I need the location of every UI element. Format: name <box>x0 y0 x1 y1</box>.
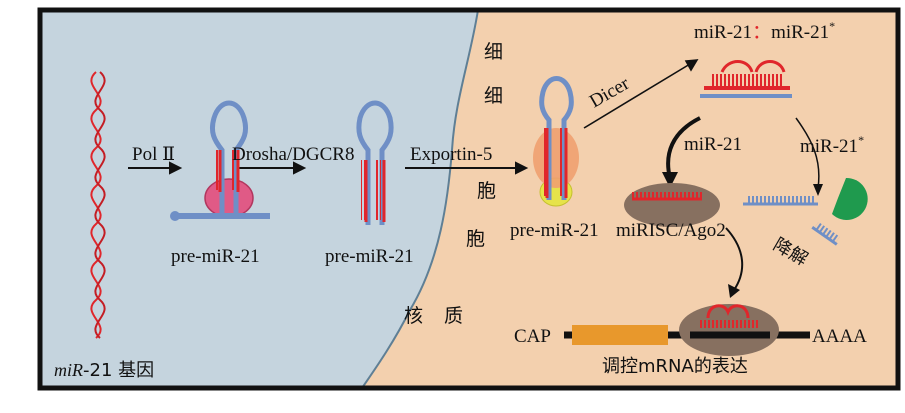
degraded-fragment <box>811 221 840 246</box>
arrow-dicer <box>583 59 699 129</box>
cytoplasm-char-2: 胞 <box>477 180 496 202</box>
label-star-strand-text: miR-21 <box>800 136 858 157</box>
label-duplex-a: miR-21 <box>694 22 752 43</box>
pri-mir21-drosha-complex <box>170 100 270 221</box>
arrow-nuclear-export <box>405 161 529 175</box>
label-exportin: Exportin-5 <box>410 144 492 165</box>
arrow-transcription <box>128 161 183 175</box>
label-regulate: 调控mRNA的表达 <box>602 356 748 377</box>
cytoplasm-char-1: 细 <box>484 85 503 107</box>
mir21-duplex <box>700 60 792 98</box>
label-gene-rest: -21 基因 <box>83 360 154 381</box>
label-gene: miR-21 基因 <box>54 360 154 381</box>
risc-on-mrna <box>679 304 779 356</box>
mrna-orf <box>572 325 668 345</box>
label-polya: AAAA <box>812 326 867 347</box>
label-duplex-b: miR-21 <box>771 22 829 43</box>
figure-frame <box>37 7 901 391</box>
label-star-strand: miR-21* <box>800 133 864 157</box>
nucleus-char-3: 核 <box>404 305 423 327</box>
arrow-drosha-processing <box>238 161 307 175</box>
label-star-mark: * <box>858 133 864 147</box>
label-gene-italic: miR <box>54 360 83 380</box>
label-mature-strand: miR-21 <box>684 134 742 155</box>
arrow-mir21-star-degradation <box>795 117 823 196</box>
arrow-risc-to-mrna <box>725 227 744 298</box>
degrading-enzyme <box>832 177 868 220</box>
target-mrna <box>564 304 810 356</box>
label-drosha: Drosha/DGCR8 <box>232 144 354 165</box>
label-risc: miRISC/Ago2 <box>616 220 726 241</box>
label-pol2: Pol Ⅱ <box>132 144 175 165</box>
label-cap: CAP <box>514 326 551 347</box>
pre-mir21-exportin-complex <box>533 76 579 207</box>
label-duplex-star: * <box>829 19 835 33</box>
mir21-star-strand <box>743 196 818 206</box>
mirisc-ago2-complex <box>624 183 720 227</box>
label-duplex-sep: ： <box>752 22 771 43</box>
exportin-5-orange <box>533 128 579 188</box>
label-pre-mir21-2: pre-miR-21 <box>325 246 414 267</box>
pre-mir21-hairpin-nucleus <box>356 100 394 225</box>
arrow-mir21-loading <box>662 116 701 188</box>
nucleus-char-2: 胞 <box>466 228 485 250</box>
label-duplex: miR-21：miR-21* <box>694 19 835 43</box>
label-pre-mir21-3: pre-miR-21 <box>510 220 599 241</box>
cytoplasm-char-3: 质 <box>444 305 463 327</box>
nucleus-char-1: 细 <box>484 41 503 63</box>
drosha-enzyme <box>204 178 254 218</box>
label-pre-mir21-1: pre-miR-21 <box>171 246 260 267</box>
mir21-gene-helix <box>90 71 106 339</box>
